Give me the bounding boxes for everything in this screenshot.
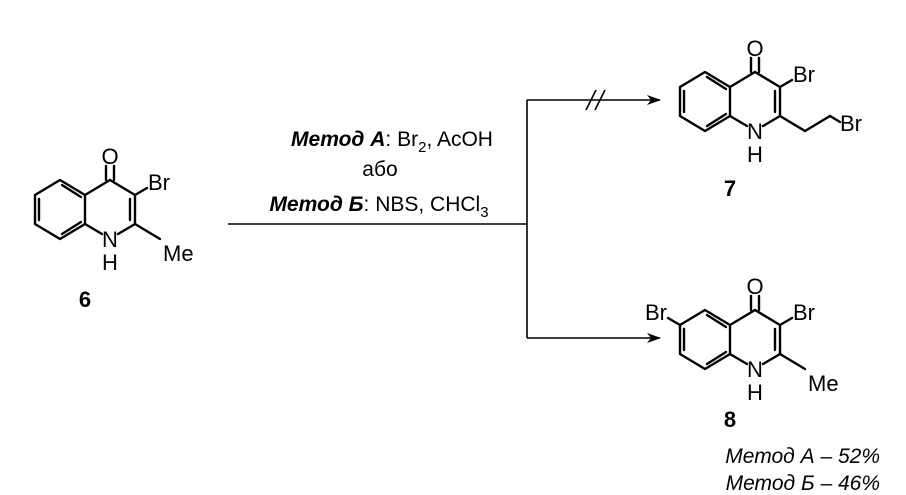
blocked-mark-2	[594, 89, 606, 111]
compound-7-nitrogen: N	[747, 119, 763, 144]
method-b-label: Метод Б	[269, 193, 363, 216]
compound-7-hydrogen: H	[747, 142, 763, 167]
reaction-arrows	[228, 89, 661, 343]
blocked-mark-1	[585, 89, 597, 111]
method-a-solvent: , AcOH	[426, 128, 493, 151]
compound-8-bonds	[666, 294, 807, 371]
compound-8-number: 8	[724, 407, 736, 432]
compound-8-bromine-3: Br	[793, 300, 815, 325]
method-a-line: Метод А: Br2, AcOH	[291, 128, 493, 156]
compound-7-number: 7	[724, 176, 736, 201]
compound-6-number: 6	[79, 287, 91, 312]
compound-7-bromine-3: Br	[793, 62, 815, 87]
method-b-reagent: : NBS, CHCl	[364, 193, 481, 216]
reaction-conditions: Метод А: Br2, AcOH або Метод Б: NBS, CHC…	[269, 128, 493, 221]
compound-7-oxygen: O	[746, 36, 763, 61]
compound-7: O Br Br N H 7	[678, 36, 862, 201]
compound-6-methyl: Me	[163, 241, 194, 266]
compound-8-nitrogen: N	[747, 357, 763, 382]
compound-6: O Br N H Me 6	[33, 144, 194, 312]
method-a-reagent: : Br	[385, 128, 418, 151]
compound-6-bonds	[33, 164, 162, 241]
compound-8-methyl: Me	[808, 371, 839, 396]
method-a-subscript: 2	[418, 139, 426, 156]
compound-7-bonds	[678, 56, 842, 133]
yield-method-a: Метод А – 52%	[725, 445, 880, 468]
method-a-label: Метод А	[291, 128, 385, 151]
compound-7-bromine-ch2: Br	[840, 111, 862, 136]
or-text: або	[362, 158, 397, 181]
compound-6-nitrogen: N	[102, 227, 118, 252]
compound-6-bromine: Br	[148, 170, 170, 195]
compound-6-hydrogen: H	[102, 250, 118, 275]
compound-8-bromine-6: Br	[645, 300, 667, 325]
compound-8-oxygen: O	[746, 274, 763, 299]
compound-8-hydrogen: H	[747, 380, 763, 405]
compound-6-oxygen: O	[101, 144, 118, 169]
method-b-subscript: 3	[480, 204, 488, 221]
compound-8: O Br Br N H Me 8 Метод А – 52% Метод Б –…	[645, 274, 880, 495]
yield-method-b: Метод Б – 46%	[726, 472, 880, 495]
method-b-line: Метод Б: NBS, CHCl3	[269, 193, 488, 221]
